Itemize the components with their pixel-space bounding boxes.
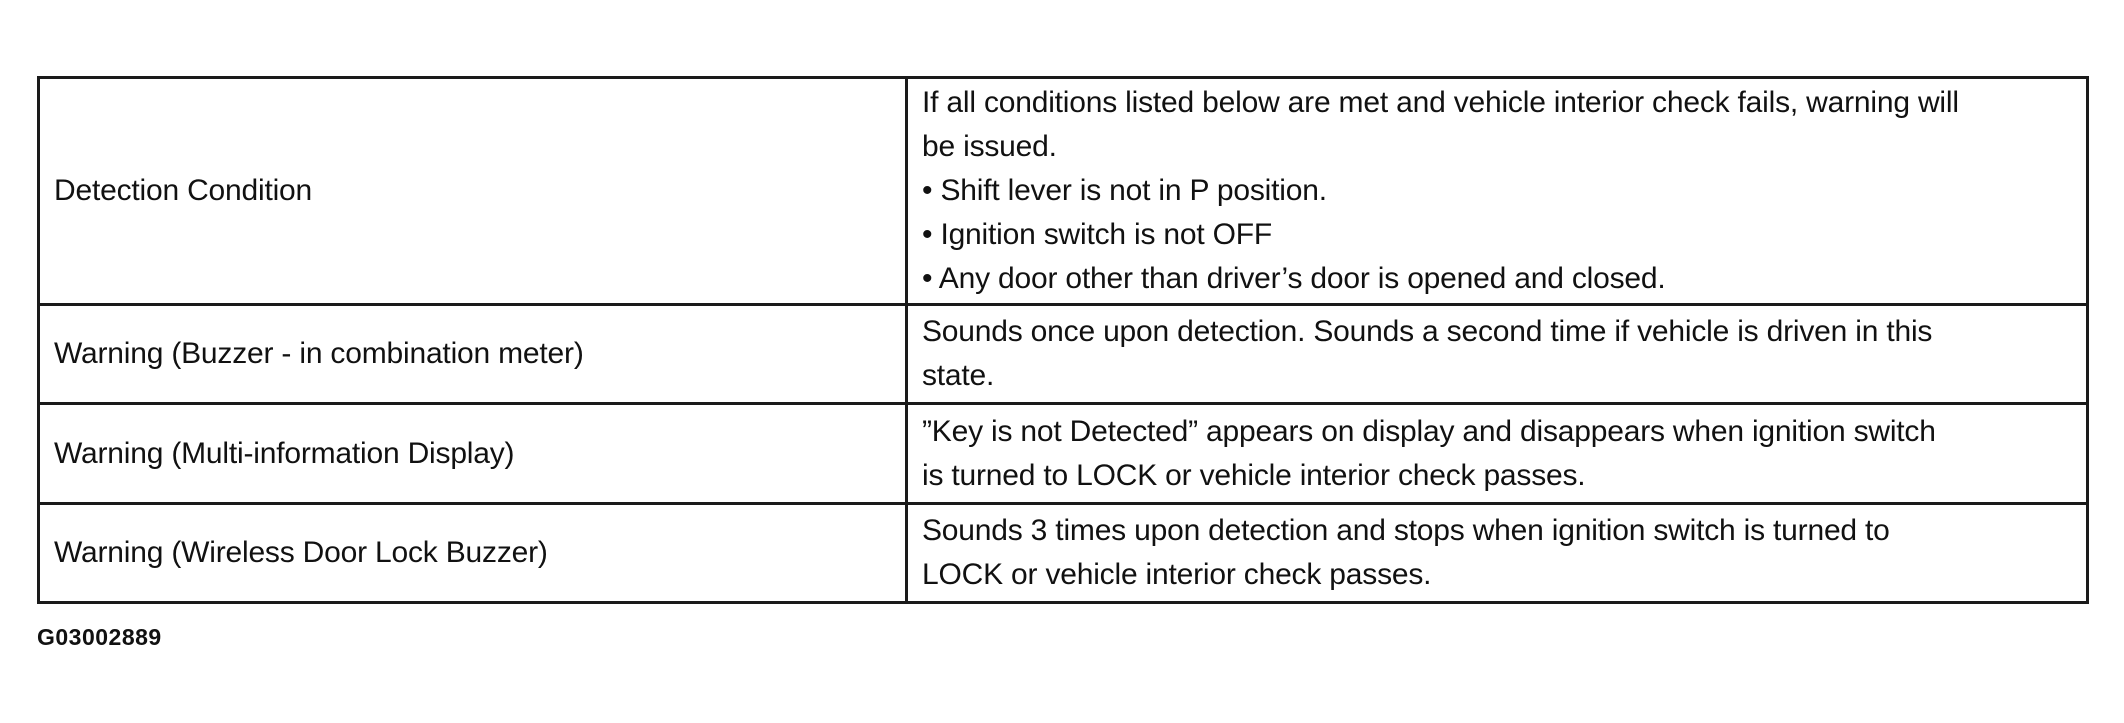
- description-line: If all conditions listed below are met a…: [922, 86, 1959, 119]
- row-description-cell: If all conditions listed below are met a…: [905, 76, 2089, 306]
- row-label-cell: Warning (Buzzer - in combination meter): [37, 303, 908, 405]
- row-label-cell: Warning (Multi-information Display): [37, 402, 908, 505]
- row-description-cell: ”Key is not Detected” appears on display…: [905, 402, 2089, 505]
- description-line: is turned to LOCK or vehicle interior ch…: [922, 458, 1586, 492]
- row-description-cell: Sounds 3 times upon detection and stops …: [905, 502, 2089, 604]
- description-bullet: • Any door other than driver’s door is o…: [922, 262, 1666, 295]
- figure-id: G03002889: [37, 624, 162, 650]
- table-row: Detection Condition If all conditions li…: [37, 76, 2089, 306]
- description-line: state.: [922, 359, 995, 392]
- warning-spec-table: Detection Condition If all conditions li…: [37, 76, 2089, 604]
- table-row: Warning (Buzzer - in combination meter) …: [37, 303, 2089, 405]
- description-line: Sounds 3 times upon detection and stops …: [922, 514, 1890, 547]
- description-line: Sounds once upon detection. Sounds a sec…: [922, 315, 1933, 348]
- description-bullet: • Ignition switch is not OFF: [922, 218, 1273, 251]
- table-row: Warning (Multi-information Display) ”Key…: [37, 402, 2089, 505]
- row-label: Warning (Multi-information Display): [54, 436, 515, 470]
- table-row: Warning (Wireless Door Lock Buzzer) Soun…: [37, 502, 2089, 604]
- row-label: Warning (Buzzer - in combination meter): [54, 337, 584, 370]
- description-bullet: • Shift lever is not in P position.: [922, 174, 1327, 207]
- row-description-cell: Sounds once upon detection. Sounds a sec…: [905, 303, 2089, 405]
- description-line: be issued.: [922, 130, 1057, 163]
- row-label-cell: Detection Condition: [37, 76, 908, 306]
- row-label: Detection Condition: [54, 174, 313, 207]
- row-label-cell: Warning (Wireless Door Lock Buzzer): [37, 502, 908, 604]
- description-line: LOCK or vehicle interior check passes.: [922, 558, 1432, 591]
- description-line: ”Key is not Detected” appears on display…: [922, 414, 1936, 448]
- row-label: Warning (Wireless Door Lock Buzzer): [54, 536, 548, 569]
